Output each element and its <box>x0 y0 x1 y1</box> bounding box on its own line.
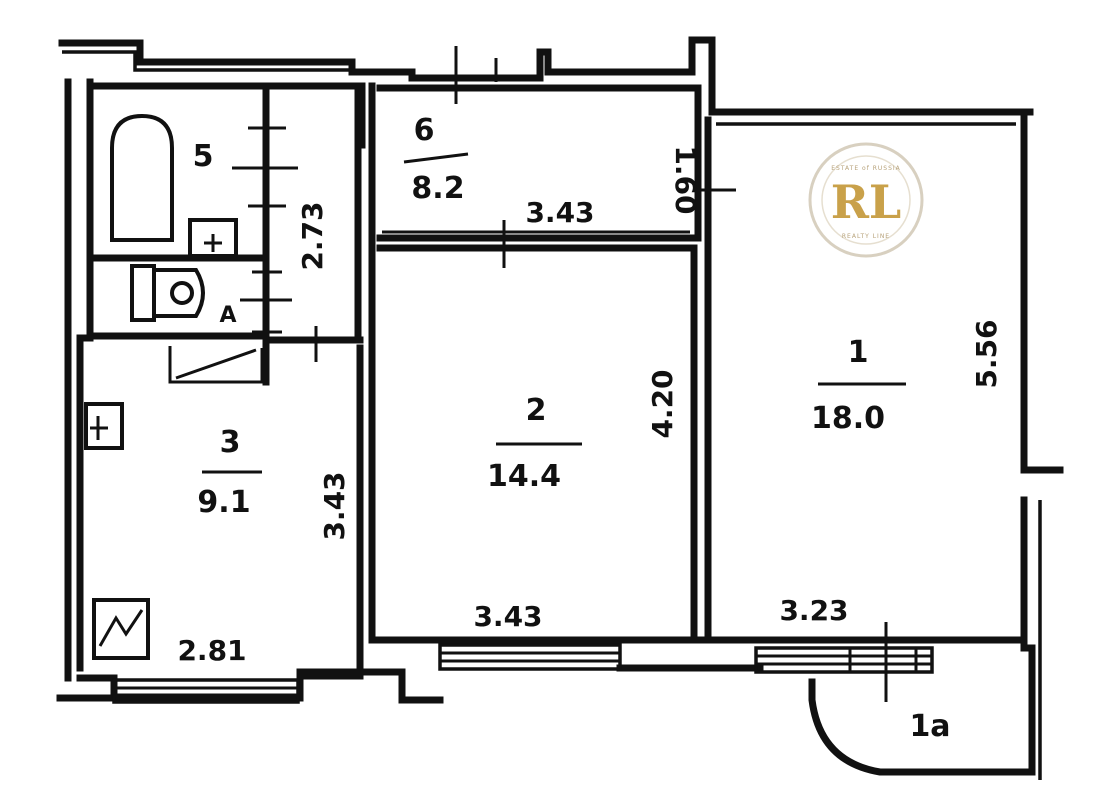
fixtures <box>84 113 264 660</box>
room-labels: 5 A 6 8.2 1 18.0 2 14.4 3 9.1 1a <box>193 113 951 744</box>
dim-room6-depth: 1.60 <box>669 145 702 214</box>
dim-room3-depth: 3.43 <box>318 471 351 540</box>
logo-outer-ring <box>808 142 924 258</box>
kitchen-sink-icon <box>84 402 124 450</box>
dim-room3-width: 2.81 <box>177 634 246 667</box>
wall-left-inner <box>76 78 94 672</box>
room-2-number: 2 <box>526 393 547 428</box>
room-6-number: 6 <box>414 113 435 148</box>
logo-initials: RL <box>831 175 902 229</box>
walls <box>56 36 1064 780</box>
logo-ring-top: ESTATE of RUSSIA <box>831 165 901 172</box>
window-room2 <box>438 643 622 671</box>
dim-room2-width: 3.43 <box>473 600 542 633</box>
wall-room6 <box>376 84 702 242</box>
dimension-ticks <box>232 46 736 362</box>
wall-bottom-left-seg <box>296 668 444 704</box>
window-room1 <box>754 646 934 674</box>
room-5-number: 5 <box>193 139 214 174</box>
room-1-number: 1 <box>848 335 869 370</box>
room-6-divider <box>403 152 469 164</box>
dim-bath-length: 2.73 <box>296 201 329 270</box>
wall-top-inner <box>62 50 352 72</box>
wall-room1-right-lower <box>1020 496 1036 714</box>
windows <box>112 643 934 704</box>
logo-ring-bottom: REALTY LINE <box>842 233 890 240</box>
wall-room2 <box>376 244 698 644</box>
toilet-tank-icon <box>130 264 156 322</box>
room-1-area: 18.0 <box>811 401 885 436</box>
dimension-labels: 3.43 1.60 2.73 4.20 3.43 5.56 3.23 3.43 … <box>177 145 1003 667</box>
corridor-door-icon <box>168 346 264 384</box>
wall-room3 <box>76 344 364 702</box>
dim-room2-depth: 4.20 <box>646 369 679 438</box>
room-3-number: 3 <box>220 425 241 460</box>
room-1a-number: 1a <box>909 709 950 744</box>
room-2-area: 14.4 <box>487 459 561 494</box>
dim-room1-depth: 5.56 <box>970 319 1003 388</box>
bathtub-icon <box>110 113 174 242</box>
wall-top <box>58 36 1034 116</box>
room-3-area: 9.1 <box>197 485 250 520</box>
realty-logo: RL ESTATE of RUSSIA REALTY LINE <box>808 142 924 258</box>
logo-inner-ring <box>821 155 911 245</box>
room-6-area: 8.2 <box>411 171 464 206</box>
window-room3 <box>112 678 300 704</box>
balcony-outline <box>808 678 1036 776</box>
dim-room6-width: 3.43 <box>525 196 594 229</box>
stove-icon <box>92 598 150 660</box>
dim-room1-width: 3.23 <box>779 594 848 627</box>
toilet-mark: A <box>219 303 236 328</box>
